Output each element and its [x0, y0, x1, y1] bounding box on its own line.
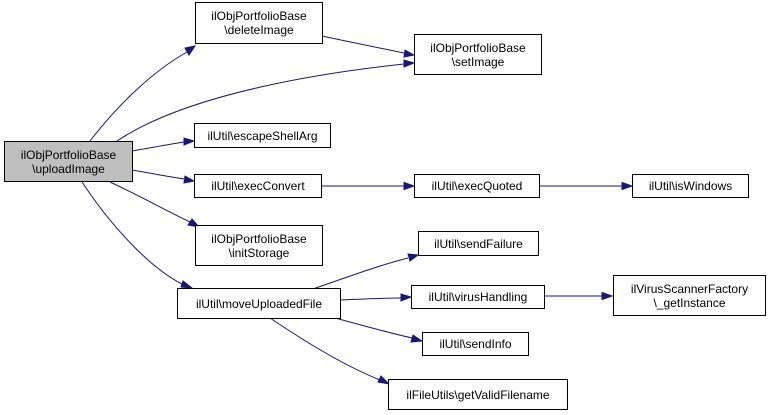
- node-virus-handling-label: ilUtil\virusHandling: [428, 290, 528, 304]
- edge-upload-to-delete-arrow: [184, 45, 197, 56]
- edge-upload-to-init: [109, 181, 191, 223]
- node-exec-quoted[interactable]: ilUtil\execQuoted: [414, 174, 540, 198]
- edge-delete-to-set-arrow: [403, 49, 416, 58]
- node-set-image-line1: ilObjPortfolioBase: [430, 40, 526, 55]
- node-delete-image[interactable]: ilObjPortfolioBase \deleteImage: [195, 2, 323, 44]
- edge-upload-to-move: [81, 181, 183, 285]
- edge-move-to-filename-arrow: [377, 375, 391, 385]
- node-get-instance[interactable]: ilVirusScannerFactory \_getInstance: [613, 275, 766, 316]
- node-delete-image-line1: ilObjPortfolioBase: [211, 9, 307, 23]
- node-set-image-line2: \setImage: [451, 54, 505, 69]
- edge-move-to-virus: [339, 297, 402, 301]
- edge-move-to-virus-arrow: [400, 293, 413, 302]
- node-is-windows[interactable]: ilUtil\isWindows: [632, 174, 749, 198]
- node-move-uploaded-file-label: ilUtil\moveUploadedFile: [195, 296, 323, 311]
- node-delete-image-line2: \deleteImage: [224, 23, 294, 37]
- node-get-valid-filename[interactable]: ilFileUtils\getValidFilename: [388, 379, 568, 410]
- node-send-failure[interactable]: ilUtil\sendFailure: [418, 231, 539, 256]
- node-exec-convert-label: ilUtil\execConvert: [211, 179, 305, 193]
- edge-move-to-failure-arrow: [407, 253, 420, 262]
- edge-move-to-filename: [269, 317, 381, 381]
- node-get-instance-line1: ilVirusScannerFactory: [630, 281, 749, 296]
- edge-delete-to-set: [321, 35, 405, 54]
- edge-move-to-failure: [309, 257, 409, 291]
- node-get-valid-filename-label: ilFileUtils\getValidFilename: [406, 387, 550, 402]
- edge-upload-to-move-arrow: [180, 280, 194, 289]
- edge-quoted-to-windows-arrow: [621, 181, 634, 191]
- node-exec-convert[interactable]: ilUtil\execConvert: [194, 174, 322, 198]
- node-set-image[interactable]: ilObjPortfolioBase \setImage: [414, 34, 542, 75]
- edge-convert-to-quoted-arrow: [403, 181, 416, 191]
- node-get-instance-line2: \_getInstance: [653, 295, 726, 310]
- node-init-storage-line1: ilObjPortfolioBase: [211, 231, 307, 246]
- node-upload-image-line1: ilObjPortfolioBase: [20, 147, 117, 162]
- edge-virus-to-instance-arrow: [601, 291, 614, 301]
- edge-upload-to-set-arrow: [403, 59, 416, 68]
- node-send-failure-label: ilUtil\sendFailure: [434, 236, 523, 251]
- node-init-storage-line2: \initStorage: [228, 245, 290, 260]
- node-init-storage[interactable]: ilObjPortfolioBase \initStorage: [195, 225, 323, 266]
- edge-upload-to-delete: [89, 51, 188, 142]
- node-send-info-label: ilUtil\sendInfo: [439, 337, 512, 351]
- edge-upload-to-convert: [131, 169, 185, 180]
- node-virus-handling[interactable]: ilUtil\virusHandling: [411, 285, 545, 309]
- node-upload-image-line2: \uploadImage: [32, 161, 105, 176]
- edge-move-to-info-arrow: [410, 334, 424, 343]
- node-escape-shell-arg[interactable]: ilUtil\escapeShellArg: [194, 123, 331, 148]
- node-upload-image: ilObjPortfolioBase \uploadImage: [4, 141, 133, 182]
- node-escape-shell-arg-label: ilUtil\escapeShellArg: [207, 128, 318, 143]
- edge-upload-to-escape-arrow: [183, 137, 196, 146]
- edge-upload-to-set: [116, 63, 405, 142]
- node-send-info[interactable]: ilUtil\sendInfo: [422, 332, 529, 356]
- edge-upload-to-convert-arrow: [183, 175, 196, 184]
- edge-upload-to-escape: [131, 141, 185, 152]
- node-is-windows-label: ilUtil\isWindows: [648, 179, 733, 193]
- node-exec-quoted-label: ilUtil\execQuoted: [431, 179, 523, 193]
- node-move-uploaded-file[interactable]: ilUtil\moveUploadedFile: [177, 288, 341, 319]
